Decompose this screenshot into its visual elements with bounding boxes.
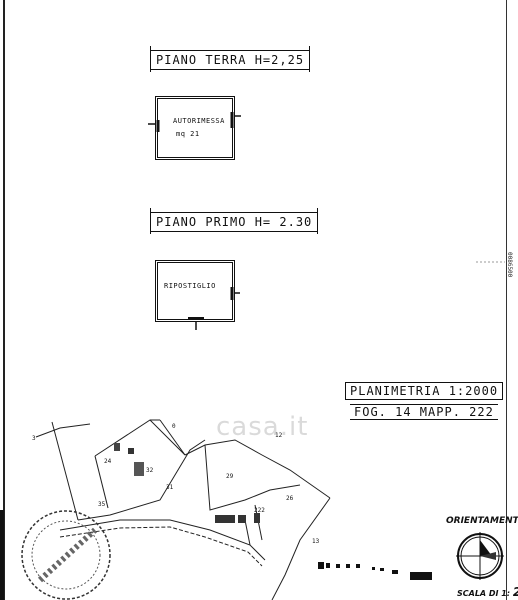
garage-room-name: AUTORIMESSA xyxy=(173,117,225,125)
garage-room-area: mq 21 xyxy=(176,130,200,138)
parcel-24: 24 xyxy=(104,458,112,465)
scale-label-text: SCALA DI 1: xyxy=(457,589,511,598)
ground-floor-title: PIANO TERRA H=2,25 xyxy=(150,46,311,72)
parcel-3: 3 xyxy=(32,435,36,442)
site-plan-title: PLANIMETRIA 1:2000 xyxy=(345,382,504,400)
parcel-31: 31 xyxy=(166,484,174,491)
parcel-26: 26 xyxy=(286,495,294,502)
parcel-12: 12 xyxy=(275,432,283,439)
official-stamp xyxy=(21,510,111,600)
parcel-35: 35 xyxy=(98,501,106,508)
compass-icon xyxy=(456,532,504,580)
parcel-0: 0 xyxy=(172,423,176,430)
storage-room-name: RIPOSTIGLIO xyxy=(164,282,216,290)
watermark: casa.it xyxy=(216,412,309,442)
sheet-left-border xyxy=(3,0,5,600)
parcel-32: 32 xyxy=(146,467,154,474)
scale-value: 2 xyxy=(513,585,518,599)
parcel-222: 222 xyxy=(254,507,265,514)
scale-label: SCALA DI 1: 2 xyxy=(457,585,518,599)
orientation-label: ORIENTAMENTO xyxy=(446,516,518,526)
parcel-29: 29 xyxy=(226,473,234,480)
parcel-13: 13 xyxy=(312,538,320,545)
sheet-right-border xyxy=(506,0,507,600)
site-plan-sheet: FOG. 14 MAPP. 222 xyxy=(350,404,498,420)
first-floor-title: PIANO PRIMO H= 2.30 xyxy=(150,208,319,234)
